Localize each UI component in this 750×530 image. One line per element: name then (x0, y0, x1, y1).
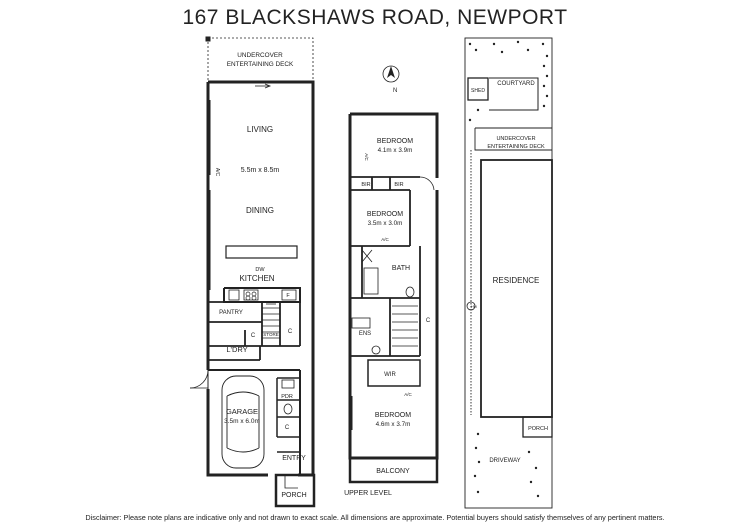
deck-outline (207, 37, 314, 83)
ensuite-label: ENS (359, 331, 371, 337)
upper-cupboard-label: C (426, 318, 431, 324)
dishwasher-label: DW (255, 267, 265, 273)
porch-outline (274, 473, 316, 508)
disclaimer-text: Disclaimer: Please note plans are indica… (85, 513, 665, 522)
bedroom3-dims: 4.6m x 3.7m (376, 421, 411, 428)
shed-outline (467, 77, 489, 101)
shed-label: SHED (471, 88, 485, 94)
dining-label: DINING (246, 206, 274, 215)
laundry-label: L'DRY (226, 345, 247, 354)
ground-floor-walls (189, 36, 316, 508)
pantry-label: PANTRY (219, 310, 243, 316)
kitchen-label: KITCHEN (239, 274, 274, 283)
site-porch-label: PORCH (528, 426, 548, 432)
ground-cupboard-label: C (251, 333, 256, 339)
compass-icon (382, 65, 400, 83)
garage-dims: 3.5m x 6.0m (224, 418, 260, 425)
cooktop (243, 289, 259, 301)
porch-label: PORCH (281, 492, 306, 499)
hw-label: HW (471, 305, 478, 309)
pdr-label: PDR (281, 394, 293, 400)
upper-floor-walls (348, 112, 439, 484)
residence-label: RESIDENCE (493, 276, 540, 285)
kitchen-island (225, 245, 298, 259)
bir-label-2: BIR (394, 182, 403, 188)
site-deck-label-line1: UNDERCOVER (496, 136, 535, 142)
bedroom2-label: BEDROOM (367, 211, 403, 218)
ground-ac-label: A/C (214, 168, 220, 177)
site-deck-label-line2: ENTERTAINING DECK (487, 144, 545, 150)
residence-outline (480, 159, 553, 418)
compass-label: N (393, 88, 397, 94)
car-icon (221, 375, 265, 469)
store-label: STORE (263, 332, 278, 337)
bedroom1-dims: 4.1m x 3.9m (378, 147, 413, 154)
ground-cupboard-label-3: C (285, 425, 290, 431)
bir-label-1: BIR (361, 182, 370, 188)
fridge-label: F (286, 293, 290, 299)
upper-ac-label-2: A/C (381, 237, 389, 242)
driveway-label: DRIVEWAY (489, 458, 520, 464)
upper-ac-label-3: A/C (404, 392, 412, 397)
deck-label-line2: ENTERTAINING DECK (227, 61, 294, 68)
vegetation-dots (468, 40, 549, 498)
living-dims: 5.5m x 8.5m (241, 167, 280, 174)
ground-cupboard-label-2: C (288, 329, 293, 335)
site-porch-outline (522, 416, 553, 438)
site-plan-outline (464, 37, 553, 509)
deck-label-line1: UNDERCOVER (237, 52, 283, 59)
upper-level-label: UPPER LEVEL (344, 490, 392, 497)
entry-label: ENTRY (282, 455, 306, 462)
bedroom1-label: BEDROOM (377, 138, 413, 145)
balcony-outline (348, 456, 439, 484)
sink (228, 289, 240, 301)
wir-label: WIR (384, 372, 396, 378)
bedroom2-dims: 3.5m x 3.0m (368, 220, 403, 227)
balcony-label: BALCONY (376, 468, 410, 475)
upper-ac-label-1: A/C (364, 153, 369, 161)
bedroom3-label: BEDROOM (375, 412, 411, 419)
plan-title: 167 BLACKSHAWS ROAD, NEWPORT (182, 6, 568, 29)
bath-label: BATH (392, 265, 410, 272)
garage-label: GARAGE (226, 407, 258, 416)
living-label: LIVING (247, 125, 273, 134)
courtyard-label: COURTYARD (497, 81, 535, 87)
deck-post (205, 36, 211, 42)
bathtub (363, 267, 379, 295)
